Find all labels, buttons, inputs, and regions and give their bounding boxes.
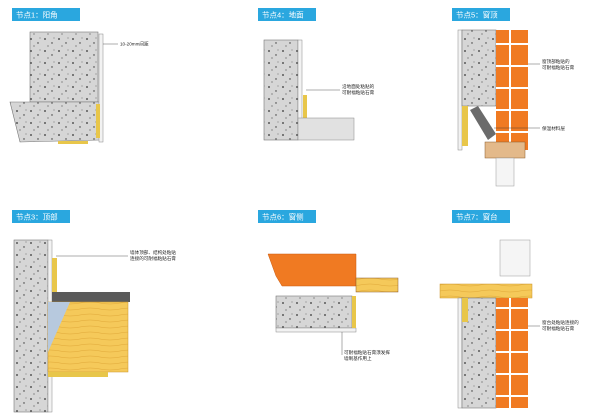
note-text: 窗台处粘贴连接的 [542, 319, 579, 326]
wall-horizontal [9, 101, 101, 143]
tag-label: 节点7：窗台 [456, 212, 498, 222]
wall-block [13, 239, 49, 413]
wall-block [263, 39, 299, 141]
insulation-layer [470, 106, 496, 140]
drywall-board [275, 327, 357, 333]
tag-badge [452, 210, 510, 223]
note-text: 10-20mm间距 [120, 41, 149, 48]
window-frame [484, 141, 526, 159]
note-text: 可耐福粘贴石膏 [542, 325, 575, 332]
panel-node1: 节点1：阳角 10-20mm间距 [9, 8, 149, 144]
plaster-strip [352, 296, 356, 328]
note-text: 可耐福粘贴石膏 [342, 89, 375, 96]
brick-wall [496, 298, 528, 408]
wall-block [275, 295, 353, 329]
wall-block [461, 29, 497, 107]
note-text: 可耐福粘贴石膏 [542, 64, 575, 71]
note-text: 保温材料层 [542, 125, 565, 132]
window-frame [495, 157, 515, 187]
plaster-strip [462, 106, 468, 146]
plaster-strip [52, 258, 57, 292]
tag-badge [12, 210, 70, 223]
drywall-board [297, 39, 303, 121]
panel-node3: 节点3：顶部 墙体顶部、结构处粘贴 连接的可耐福粘贴石膏 [12, 210, 176, 413]
drywall-board [98, 33, 104, 143]
window-frame [355, 277, 399, 293]
floor-slab [297, 117, 355, 141]
panel-node5: 节点5：窗顶 窗顶部粘贴的 可耐福粘贴石膏 保温材料层 [452, 8, 575, 187]
note-text: 可耐福粘贴石膏须发挥 [344, 349, 390, 356]
wedge-insulation [48, 302, 70, 352]
tag-badge [258, 8, 316, 21]
wall-vertical [29, 31, 99, 103]
tag-badge [258, 210, 316, 223]
tag-label: 节点5：窗顶 [456, 10, 498, 20]
ceiling-slab [52, 292, 130, 302]
tag-label: 节点6：窗侧 [262, 212, 304, 222]
panel-node7: 节点7：窗台 窗台处粘贴连接的 可耐福粘贴石膏 [439, 210, 579, 409]
tag-label: 节点4：地面 [262, 10, 304, 20]
drywall-board [457, 29, 463, 151]
window-frame [499, 239, 531, 277]
brick-wall [496, 30, 528, 150]
brick-wall [267, 253, 357, 287]
tag-badge [452, 8, 510, 21]
plaster-strip [303, 95, 307, 119]
panel-node6: 节点6：窗侧 可耐福粘贴石膏须发挥 墙制基作用上 [258, 210, 399, 362]
plaster-strip [462, 298, 468, 322]
tag-label: 节点3：顶部 [16, 212, 58, 222]
note-text: 窗顶部粘贴的 [542, 58, 570, 65]
note-text: 墙制基作用上 [344, 355, 372, 362]
note-text: 连接的可耐福粘贴石膏 [130, 255, 176, 262]
window-sill [439, 283, 533, 299]
tag-label: 节点1：阳角 [16, 10, 58, 20]
timber-beam [47, 301, 129, 373]
plaster-strip [96, 104, 100, 138]
drywall-board [457, 297, 463, 409]
note-text: 墙体顶部、结构处粘贴 [130, 249, 176, 256]
plaster-strip [58, 141, 88, 144]
note-text: 沿地面处粘贴的 [342, 83, 375, 90]
tag-badge [12, 8, 80, 21]
panel-node4: 节点4：地面 沿地面处粘贴的 可耐福粘贴石膏 [258, 8, 375, 141]
ceiling-strip [48, 372, 108, 377]
